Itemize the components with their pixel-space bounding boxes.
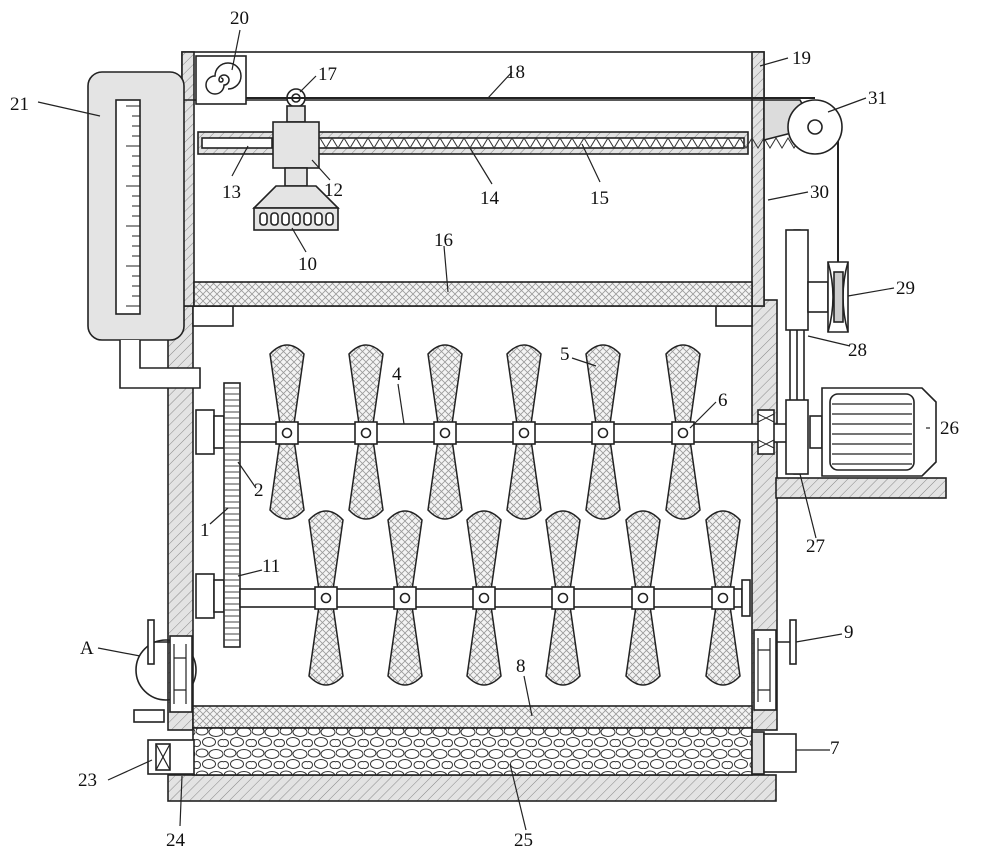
label-15: 15 [590, 188, 609, 209]
drive-pulleys [785, 229, 849, 475]
pulley-31 [763, 99, 843, 155]
label-14: 14 [480, 188, 500, 209]
detail-a-clamp [135, 619, 197, 713]
filter-plate-16 [193, 281, 753, 307]
label-28: 28 [848, 340, 867, 361]
label-17: 17 [318, 64, 337, 85]
label-18: 18 [506, 62, 525, 83]
label-2: 2 [254, 480, 264, 501]
clamp-9 [753, 619, 797, 711]
spring-roller-20 [195, 55, 247, 105]
outlet-7 [751, 731, 797, 775]
label-26: 26 [940, 418, 959, 439]
part-labels: 20 17 18 19 21 31 13 12 14 15 30 10 16 2… [10, 8, 959, 851]
motor-26 [775, 387, 947, 499]
label-4: 4 [392, 364, 402, 385]
spray-head-10 [252, 185, 340, 231]
label-1: 1 [200, 520, 210, 541]
label-31: 31 [868, 88, 887, 109]
label-9: 9 [844, 622, 854, 643]
level-gauge-21 [87, 71, 201, 389]
slider-12 [272, 88, 320, 187]
label-13: 13 [222, 182, 241, 203]
label-19: 19 [792, 48, 811, 69]
label-24: 24 [166, 830, 186, 851]
label-11: 11 [262, 556, 280, 577]
guide-rail-14 [197, 131, 807, 155]
upper-chamber [181, 51, 765, 307]
label-a: A [80, 638, 94, 659]
outlet-valve-23 [133, 709, 195, 775]
label-10: 10 [298, 254, 317, 275]
label-6: 6 [718, 390, 728, 411]
label-29: 29 [896, 278, 915, 299]
label-7: 7 [830, 738, 840, 759]
gear-train [195, 382, 241, 648]
label-27: 27 [806, 536, 825, 557]
label-23: 23 [78, 770, 97, 791]
label-30: 30 [810, 182, 829, 203]
label-8: 8 [516, 656, 526, 677]
label-5: 5 [560, 344, 570, 365]
pebble-layer-25 [192, 727, 753, 776]
blade-hubs-6 [275, 421, 735, 610]
filter-layer-8 [192, 705, 753, 729]
label-25: 25 [514, 830, 533, 851]
label-21: 21 [10, 94, 29, 115]
label-16: 16 [434, 230, 453, 251]
leader-lines [37, 29, 930, 831]
label-12: 12 [324, 180, 343, 201]
label-20: 20 [230, 8, 249, 29]
